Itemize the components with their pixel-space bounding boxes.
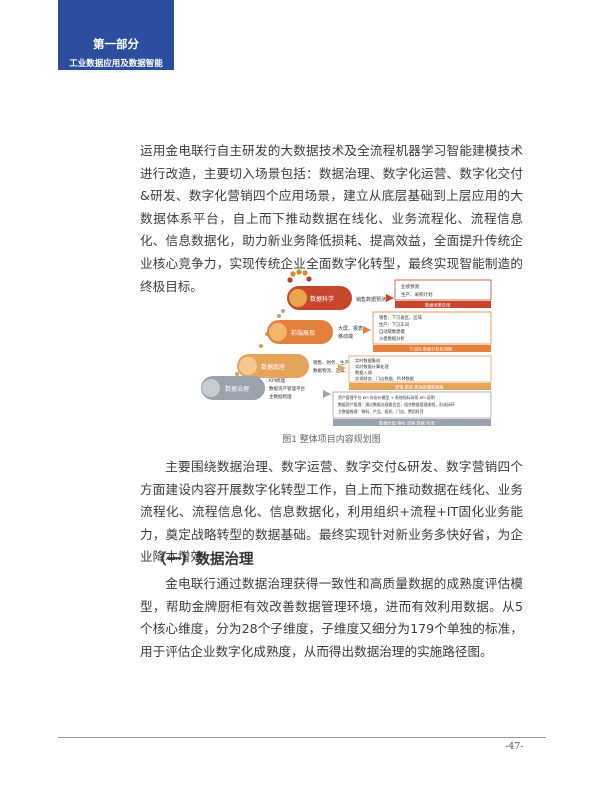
science-icon: [289, 289, 307, 307]
page-number: -47-: [505, 741, 524, 752]
svg-text:更快 更多 更高质量数据集: 更快 更多 更高质量数据集: [395, 384, 445, 391]
footer-rule: [58, 737, 546, 738]
part-title: 第一部分: [93, 37, 139, 51]
svg-text:数据价值 指标 流程 数据 标准: 数据价值 指标 流程 数据 标准: [379, 420, 435, 427]
level-label: 数据治理: [225, 385, 249, 393]
svg-text:数据资产管理：通过数据治理委员会，组合数据管理流程，形成闭环: 数据资产管理：通过数据治理委员会，组合数据管理流程，形成闭环: [338, 402, 455, 407]
level-governance: 数据治理 KPI梳理 数据资产管理平台 主数据梳理: [201, 376, 305, 400]
level-item: 销售数据预测: [356, 296, 386, 303]
part-subtitle: 工业数据应用及数据智能: [69, 59, 163, 69]
svg-text:销售：下沉省区、区域: 销售：下沉省区、区域: [379, 314, 423, 321]
svg-text:沙盘数据分析: 沙盘数据分析: [379, 335, 405, 342]
svg-text:下沉的 数据分析和洞察: 下沉的 数据分析和洞察: [409, 346, 453, 353]
figure-caption: 图1 整体项目内容规划图: [282, 435, 381, 445]
svg-text:生产、采购计划: 生产、采购计划: [401, 291, 433, 298]
level-item: 移动端: [338, 333, 353, 340]
arrows: [323, 294, 394, 398]
right-box-3: 实时数据集成 实时数据计算处理 数据入湖 实现财务、门店数据、PLM数据 更快 …: [348, 355, 492, 391]
right-box-2: 销售：下沉省区、区域 生产：下沉车间 自动取数建模 沙盘数据分析 下沉的 数据分…: [372, 311, 492, 353]
svg-text:实时数据计算处理: 实时数据计算处理: [355, 363, 389, 370]
level-item: 主数据梳理: [269, 393, 292, 400]
level-item: 大屏、报表: [338, 325, 363, 332]
level-data-base: 数据底座 销售、财务、生产 数据物流、汇集、存储: [237, 354, 358, 378]
svg-text:数据场景应用: 数据场景应用: [425, 302, 450, 309]
paragraph-1: 运用金电联行自主研发的大数据技术及全流程机器学习智能建模技术进行改造，主要切入场…: [140, 143, 523, 294]
svg-text:实时数据集成: 实时数据集成: [355, 357, 380, 364]
right-box-1: 业绩预测 生产、采购计划 数据场景应用: [394, 279, 492, 309]
level-item: 销售、财务、生产: [313, 359, 349, 366]
database-icon: [239, 357, 257, 375]
gear-icon: [202, 379, 220, 397]
level-item: 数据资产管理平台: [269, 385, 305, 392]
svg-text:数据入湖: 数据入湖: [355, 369, 372, 376]
svg-text:主数据梳理：物料、产品、组织、门店、费用科目: 主数据梳理：物料、产品、组织、门店、费用科目: [338, 409, 424, 414]
level-label: 数据底座: [261, 363, 285, 371]
svg-text:生产：下沉车间: 生产：下沉车间: [379, 321, 409, 328]
paragraph-second: 主要围绕数据治理、数字运营、数字交付&研发、数字营销四个方面建设内容开展数字化转…: [140, 456, 523, 569]
svg-text:自动取数建模: 自动取数建模: [379, 328, 405, 335]
paragraph-3: 金电联行通过数据治理获得一致性和高质量数据的成熟度评估模型，帮助金牌厨柜有效改善…: [140, 576, 523, 659]
dot-arc: [287, 269, 312, 283]
paragraph-third: 金电联行通过数据治理获得一致性和高质量数据的成熟度评估模型，帮助金牌厨柜有效改善…: [140, 573, 523, 663]
svg-text:实现财务、门店数据、PLM数据: 实现财务、门店数据、PLM数据: [355, 375, 414, 382]
chart-icon: [269, 323, 287, 341]
right-box-4: 资产管理平台 KPI 年份价模型 + 系统指标体系 KPI 说明 数据资产管理：…: [332, 391, 492, 427]
svg-text:资产管理平台 KPI 年份价模型 + 系统指标体系 KPI: 资产管理平台 KPI 年份价模型 + 系统指标体系 KPI 说明: [338, 395, 435, 400]
level-item: 数据物流、汇集、存储: [313, 367, 358, 374]
level-label: 前端展现: [291, 329, 315, 337]
paragraph-2: 主要围绕数据治理、数字运营、数字交付&研发、数字营销四个方面建设内容开展数字化转…: [140, 459, 523, 565]
level-data-science: 数据科学 销售数据预测: [287, 286, 386, 310]
paragraph-intro: 运用金电联行自主研发的大数据技术及全流程机器学习智能建模技术进行改造，主要切入场…: [140, 140, 523, 298]
level-item: KPI梳理: [269, 377, 285, 384]
level-label: 数据科学: [310, 295, 334, 303]
section-heading: （一）数据治理: [152, 552, 254, 568]
part-tab: 第一部分 工业数据应用及数据智能: [58, 0, 174, 70]
level-front-end: 前端展现 大屏、报表 移动端: [267, 320, 363, 344]
svg-text:业绩预测: 业绩预测: [401, 283, 419, 290]
figure-diagram: 数据科学 销售数据预测 前端展现 大屏、报表 移动端 数据底座 销售、财务、生产…: [201, 269, 492, 427]
